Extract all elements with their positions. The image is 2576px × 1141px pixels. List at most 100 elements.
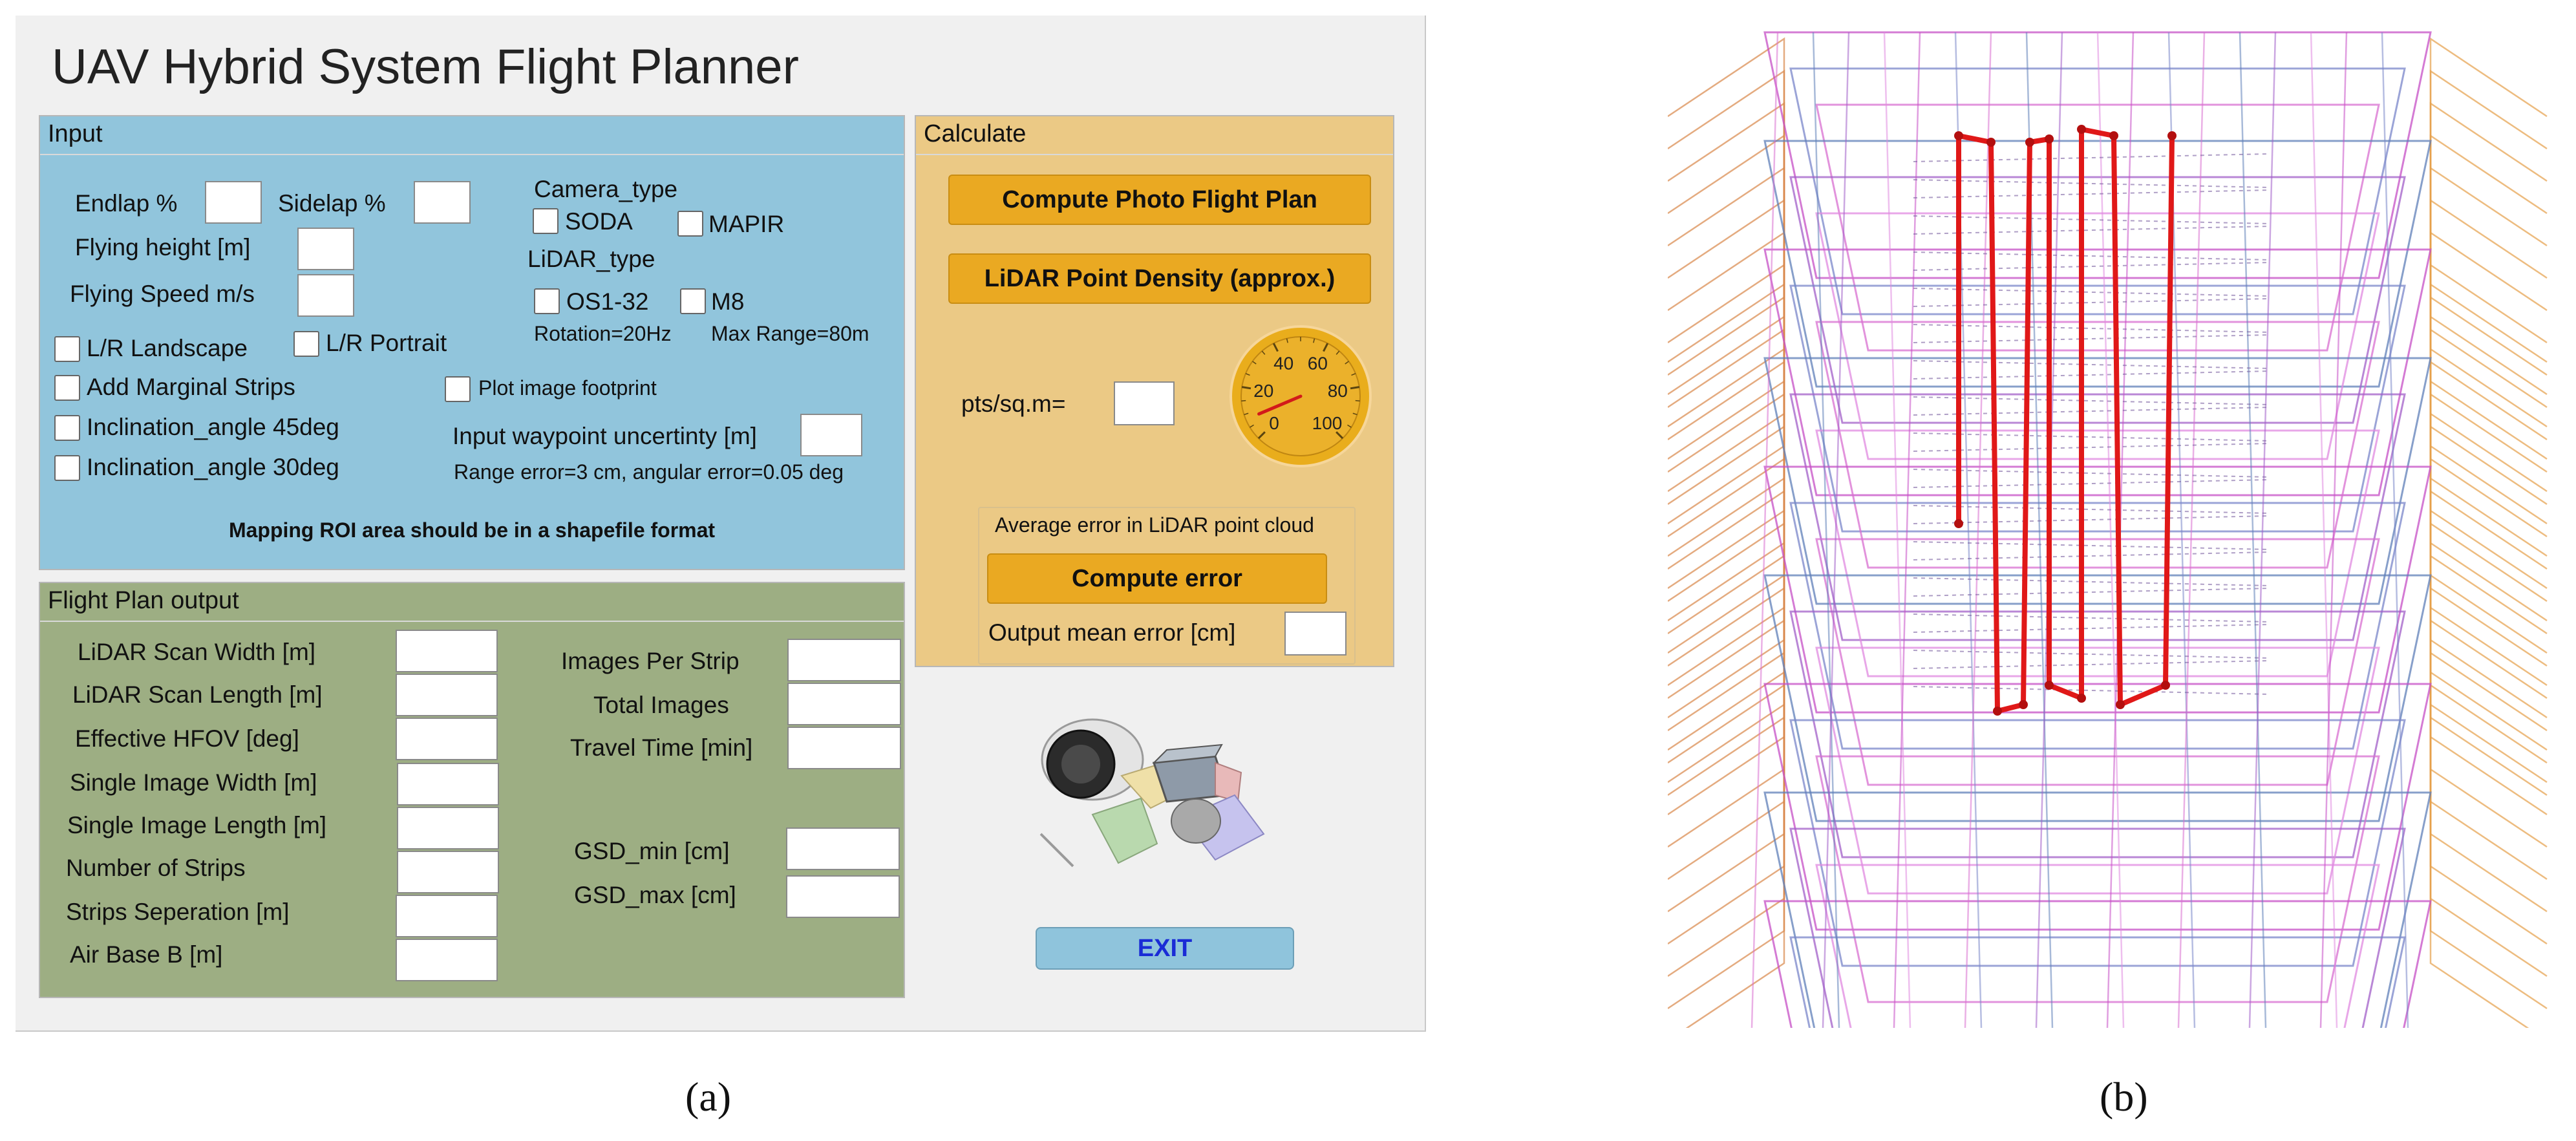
dash-line xyxy=(1913,613,2270,623)
gauge-tick xyxy=(1313,338,1315,343)
footprint-frame xyxy=(1763,357,2432,605)
waypoint-marker xyxy=(1986,138,1996,147)
lidar-m8-label: M8 xyxy=(711,288,745,315)
side-frame-right xyxy=(2429,101,2548,428)
waypoint-marker xyxy=(2161,681,2170,690)
dash-line xyxy=(1913,370,2270,379)
lr-portrait-checkbox[interactable] xyxy=(293,331,319,357)
camera-type-label: Camera_type xyxy=(534,176,678,202)
footprint-edge xyxy=(2381,32,2409,1028)
compute-error-button[interactable]: Compute error xyxy=(987,553,1327,604)
waypoint-input[interactable] xyxy=(800,414,862,456)
dash-line xyxy=(1913,396,2270,405)
flying-speed-label: Flying Speed m/s xyxy=(70,281,255,307)
gauge-tick xyxy=(1257,431,1266,440)
side-frame-left xyxy=(1668,457,1785,784)
caption-b: (b) xyxy=(2100,1074,2148,1120)
gauge-tick xyxy=(1245,373,1250,376)
images-per-strip-label: Images Per Strip xyxy=(561,648,740,674)
dash-line xyxy=(1913,469,2270,478)
camera-soda-label: SODA xyxy=(565,208,633,235)
side-frame-right xyxy=(2429,37,2548,363)
incl45-checkbox[interactable] xyxy=(54,415,80,441)
waypoint-marker xyxy=(2045,681,2054,690)
travel-time-field xyxy=(787,727,901,769)
endlap-input[interactable] xyxy=(205,181,262,224)
gauge-tick xyxy=(1286,338,1288,343)
side-frame-right xyxy=(2429,166,2548,493)
number-of-strips-field xyxy=(397,851,499,893)
air-base-label: Air Base B [m] xyxy=(70,941,223,968)
footprint-edge xyxy=(2177,32,2206,1028)
lidar-os1-checkbox[interactable] xyxy=(534,288,560,314)
waypoint-marker xyxy=(2019,700,2028,709)
gsd-max-field xyxy=(786,875,900,918)
gauge-tick xyxy=(1336,431,1344,440)
total-images-label: Total Images xyxy=(593,692,729,718)
dash-line xyxy=(1913,189,2270,198)
waypoint-marker xyxy=(1954,131,1963,140)
calculate-panel-divider xyxy=(916,154,1393,155)
side-frame-right xyxy=(2429,231,2548,557)
footprint-edge xyxy=(2310,32,2338,1028)
footprint-frame xyxy=(1763,465,2432,714)
input-panel-title: Input xyxy=(48,120,103,147)
gauge-tick xyxy=(1336,350,1340,355)
gauge-tick-label: 100 xyxy=(1312,413,1343,433)
gauge-tick xyxy=(1250,424,1254,428)
gauge-tick xyxy=(1345,361,1349,365)
dash-line xyxy=(1913,660,2270,669)
side-frame-right xyxy=(2429,457,2548,784)
lr-landscape-checkbox[interactable] xyxy=(54,336,80,362)
sidelap-input[interactable] xyxy=(414,181,471,224)
waypoint-marker xyxy=(2045,134,2054,144)
side-frame-left xyxy=(1668,69,1785,396)
window-title: UAV Hybrid System Flight Planner xyxy=(52,39,799,94)
camera-top-icon xyxy=(1152,743,1223,764)
lidar-scan-width-field xyxy=(396,630,498,672)
side-frame-left xyxy=(1668,328,1785,654)
compute-photo-flight-plan-button[interactable]: Compute Photo Flight Plan xyxy=(948,175,1371,225)
lidar-point-density-button[interactable]: LiDAR Point Density (approx.) xyxy=(948,253,1371,304)
waypoint-marker xyxy=(1954,519,1963,528)
add-marginal-checkbox[interactable] xyxy=(54,375,80,401)
footprint-frame xyxy=(1815,864,2380,1028)
footprint-frame xyxy=(1789,610,2406,858)
waypoint-label: Input waypoint uncertinty [m] xyxy=(452,423,757,449)
plot-footprint-checkbox[interactable] xyxy=(445,376,471,402)
gauge-tick-label: 80 xyxy=(1328,381,1348,401)
footprint-frame xyxy=(1815,755,2380,1003)
gauge-tick xyxy=(1261,350,1266,355)
output-panel-divider xyxy=(40,621,904,622)
total-images-field xyxy=(787,683,901,725)
single-image-width-field xyxy=(397,763,499,805)
antenna-rod-icon xyxy=(1039,833,1074,868)
footprint-edge xyxy=(1812,32,1840,1028)
flying-speed-input[interactable] xyxy=(297,274,354,317)
incl30-checkbox[interactable] xyxy=(54,455,80,481)
dash-line xyxy=(1913,577,2270,586)
green-sensor-icon xyxy=(1091,797,1158,864)
camera-mapir-label: MAPIR xyxy=(708,211,785,237)
dash-line xyxy=(1913,551,2270,560)
dash-line xyxy=(1913,505,2270,514)
footprint-edge xyxy=(1964,32,1992,1028)
waypoint-marker xyxy=(2167,131,2177,140)
max-range-note: Max Range=80m xyxy=(711,322,869,345)
footprint-dash-lines xyxy=(1913,153,2270,695)
side-frame-left xyxy=(1668,134,1785,460)
lidar-type-label: LiDAR_type xyxy=(527,246,655,272)
flying-height-input[interactable] xyxy=(297,228,354,270)
gimbal-joint-icon xyxy=(1171,798,1221,844)
side-frame-left xyxy=(1668,360,1785,687)
gauge-tick-label: 40 xyxy=(1273,353,1293,373)
footprint-edge xyxy=(2239,32,2267,1028)
exit-button[interactable]: EXIT xyxy=(1036,927,1294,970)
camera-mapir-checkbox[interactable] xyxy=(677,211,703,237)
side-frame-right xyxy=(2429,134,2548,460)
camera-soda-checkbox[interactable] xyxy=(533,208,559,234)
flight-path-line xyxy=(1954,125,2177,716)
lidar-m8-checkbox[interactable] xyxy=(680,288,706,314)
dash-line xyxy=(1913,251,2270,261)
dash-line xyxy=(1913,432,2270,442)
